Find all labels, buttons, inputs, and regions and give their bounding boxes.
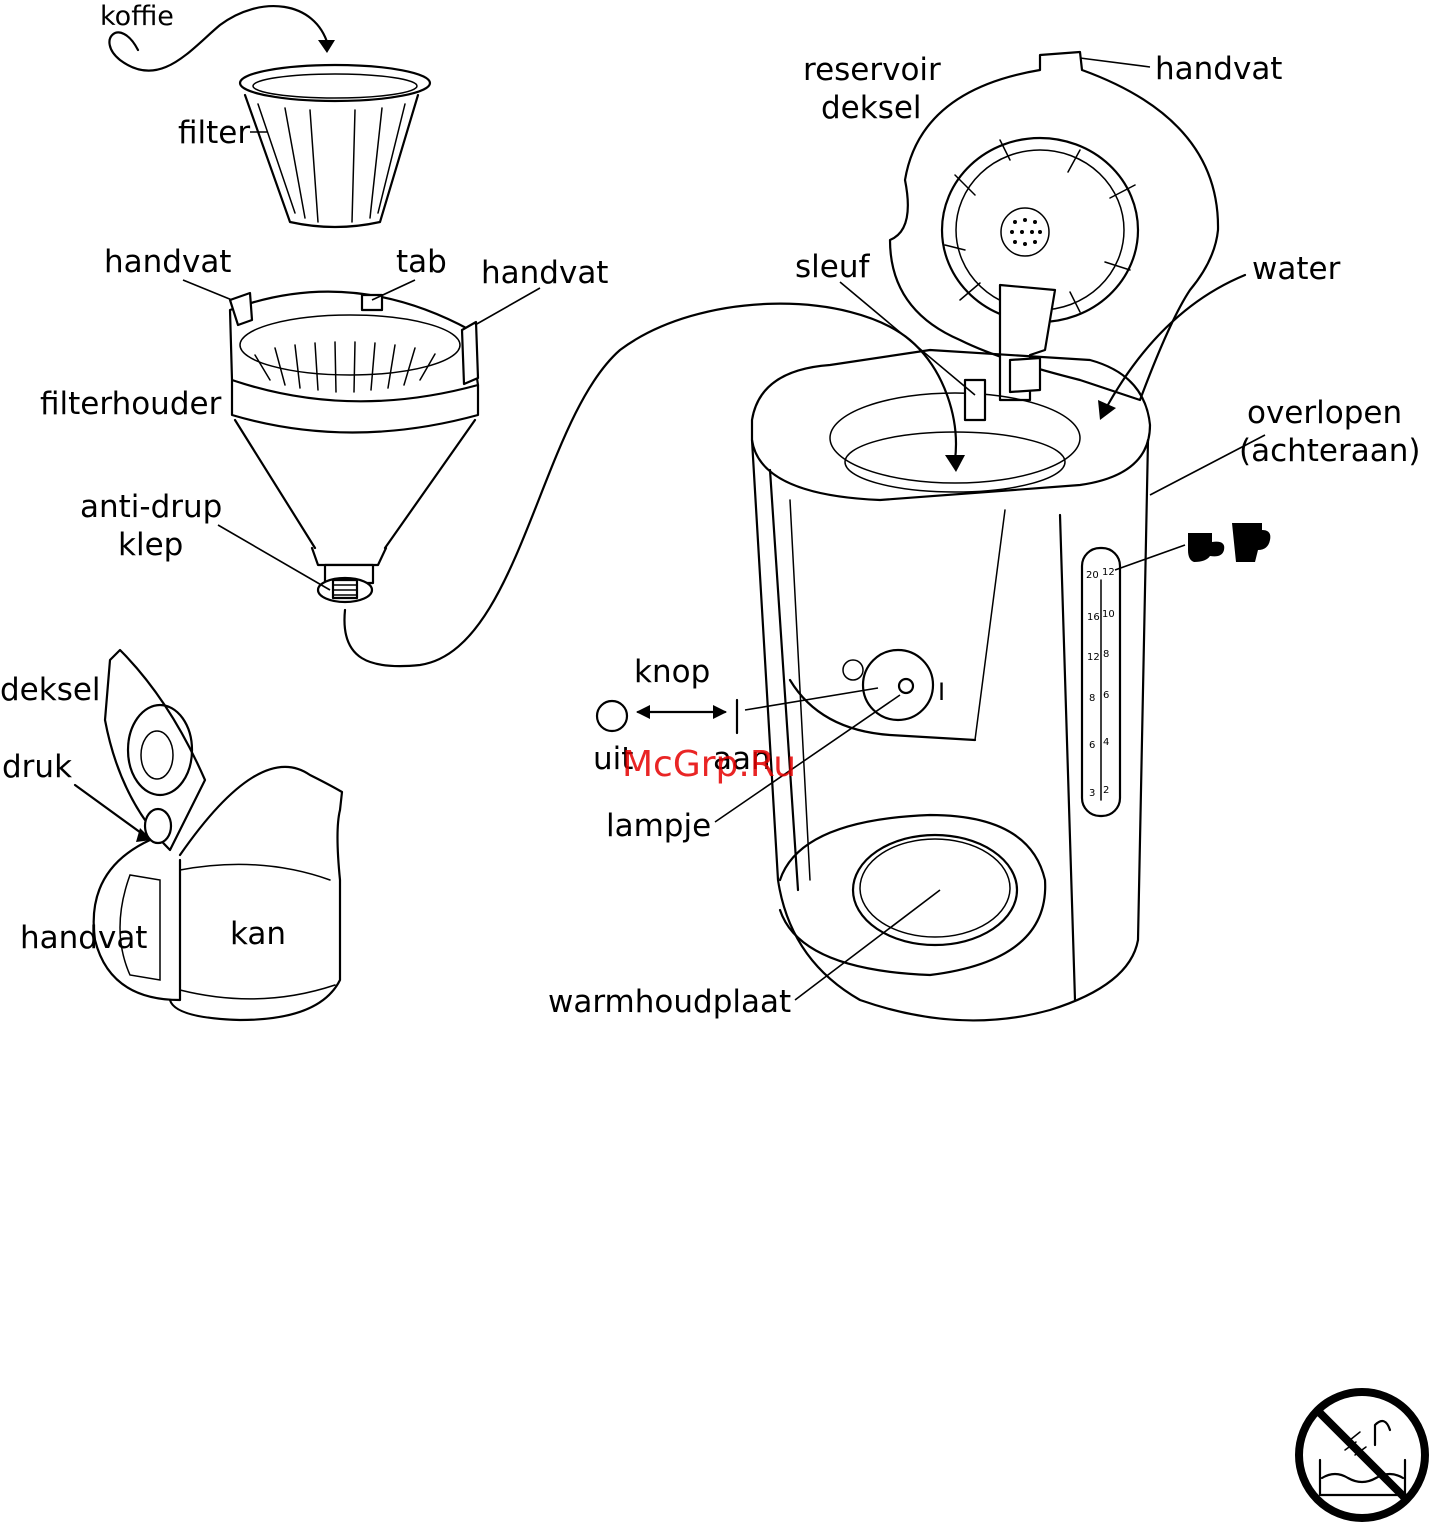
switch-on-mark: I (938, 678, 945, 706)
label-anti-drup-2: klep (118, 527, 183, 563)
label-koffie: koffie (100, 1, 174, 32)
label-anti-drup-1: anti-drup (80, 489, 222, 525)
gauge-large-3: 8 (1089, 693, 1095, 704)
shower-head-holes (1010, 218, 1042, 246)
gauge-large-2: 12 (1087, 652, 1100, 663)
gauge-large-1: 16 (1087, 612, 1100, 623)
gauge-large-0: 20 (1086, 570, 1099, 581)
gauge-small-2: 8 (1103, 649, 1109, 660)
filter-holder (230, 292, 478, 602)
gauge-small-3: 6 (1103, 690, 1109, 701)
label-deksel: deksel (0, 672, 101, 708)
gauge-small-4: 4 (1103, 737, 1109, 748)
no-immersion-warning-icon (1299, 1392, 1425, 1518)
filter-basket (109, 6, 430, 227)
label-handvat-left: handvat (104, 244, 231, 280)
gauge-large-5: 3 (1089, 788, 1095, 799)
gauge-small-0: 12 (1102, 567, 1115, 578)
label-kan: kan (230, 916, 286, 952)
switch-legend (597, 700, 737, 733)
label-lampje: lampje (606, 808, 711, 844)
label-warmhoudplaat: warmhoudplaat (548, 984, 791, 1020)
gauge-small-5: 2 (1103, 785, 1109, 796)
arrowhead (945, 455, 965, 472)
label-overlopen-2: (achteraan) (1239, 433, 1421, 469)
gauge-small-1: 10 (1102, 609, 1115, 620)
label-handvat-kan: handvat (20, 920, 147, 956)
small-cup-icon (1188, 533, 1224, 562)
label-handvat-reservoir: handvat (1155, 51, 1282, 87)
label-tab: tab (396, 244, 447, 280)
label-sleuf: sleuf (795, 249, 870, 285)
leader-lines (183, 58, 1265, 1000)
label-filterhouder: filterhouder (40, 386, 222, 422)
carafe (75, 650, 342, 1020)
coffee-maker-body (752, 52, 1218, 1020)
label-water: water (1252, 251, 1341, 287)
gauge-large-4: 6 (1089, 740, 1095, 751)
label-reservoir-2: deksel (821, 90, 922, 126)
label-handvat-right: handvat (481, 255, 608, 291)
label-filter: filter (178, 115, 250, 151)
watermark: McGrp.Ru (622, 744, 796, 785)
label-druk: druk (2, 749, 72, 785)
insertion-path-arrow (344, 304, 955, 666)
large-cup-icon (1232, 523, 1270, 562)
label-knop: knop (634, 654, 710, 690)
label-reservoir-1: reservoir (803, 52, 941, 88)
label-overlopen-1: overlopen (1247, 395, 1402, 431)
